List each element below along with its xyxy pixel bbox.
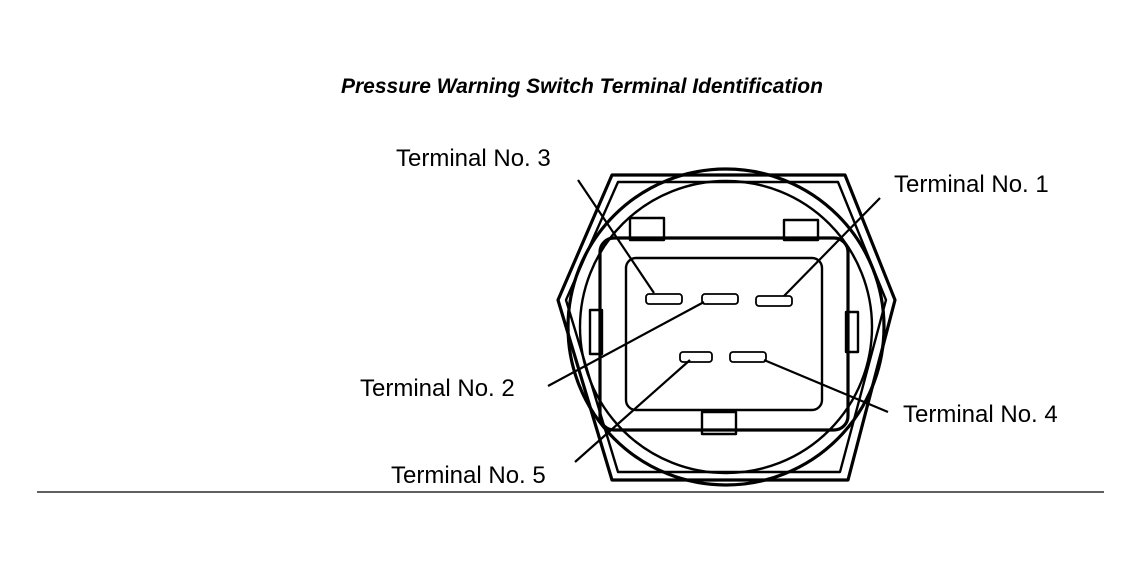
side-key-left bbox=[588, 308, 604, 356]
pin-terminal-3 bbox=[645, 293, 683, 305]
leader-terminal-4 bbox=[763, 358, 889, 414]
leader-lines bbox=[547, 179, 889, 463]
label-terminal-2: Terminal No. 2 bbox=[360, 375, 515, 402]
connector-cavity bbox=[624, 256, 824, 412]
pin-terminal-5 bbox=[679, 351, 713, 363]
hex-nut-outline bbox=[556, 173, 897, 482]
diagram-title: Pressure Warning Switch Terminal Identif… bbox=[341, 75, 823, 98]
label-terminal-1: Terminal No. 1 bbox=[894, 171, 1049, 198]
connector-shell bbox=[598, 236, 850, 432]
latch-tab-left bbox=[628, 216, 666, 242]
leader-terminal-1 bbox=[783, 197, 881, 297]
pin-terminal-1 bbox=[755, 295, 793, 307]
terminal-pins bbox=[645, 293, 793, 363]
leader-terminal-2 bbox=[547, 301, 705, 387]
label-terminal-3: Terminal No. 3 bbox=[396, 145, 551, 172]
leader-terminal-5 bbox=[574, 359, 691, 463]
bottom-key bbox=[700, 410, 738, 436]
pin-terminal-2 bbox=[701, 293, 739, 305]
outer-ring bbox=[566, 167, 886, 487]
latch-tab-right bbox=[782, 218, 820, 242]
label-terminal-5: Terminal No. 5 bbox=[391, 462, 546, 489]
connector-housing bbox=[588, 216, 860, 436]
side-key-right bbox=[844, 310, 860, 354]
switch-body bbox=[556, 167, 897, 487]
pin-terminal-4 bbox=[729, 351, 767, 363]
leader-terminal-3 bbox=[577, 179, 655, 294]
label-terminal-4: Terminal No. 4 bbox=[903, 401, 1058, 428]
inner-ring bbox=[578, 179, 874, 475]
hex-nut-inner-edge bbox=[564, 180, 888, 474]
